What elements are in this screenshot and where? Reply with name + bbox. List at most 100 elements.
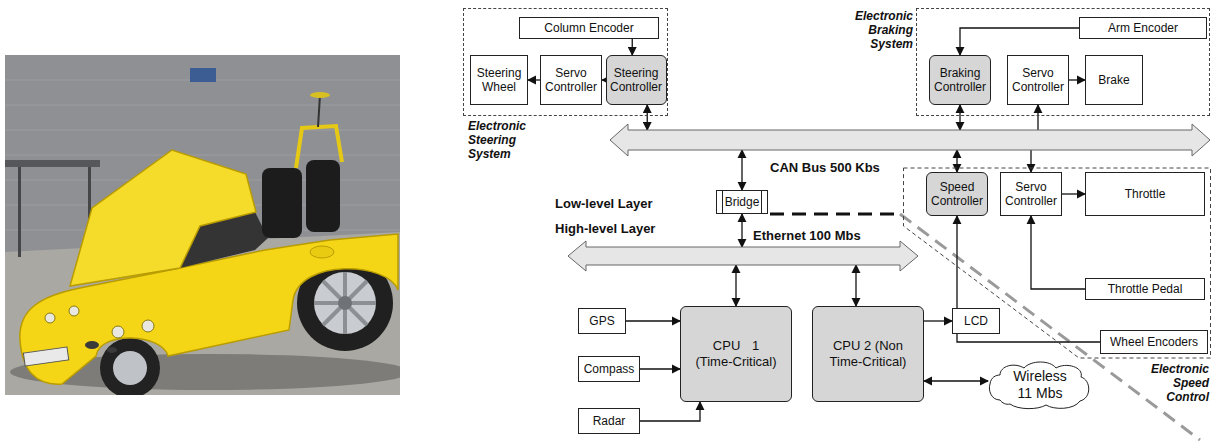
label-holder: Ethernet 100 Mbs (753, 226, 913, 244)
connector (632, 39, 633, 55)
node-label: Column Encoder (544, 21, 633, 35)
node-label: Speed Controller (929, 180, 985, 209)
connector (741, 214, 742, 247)
controller-box: Braking Controller (929, 55, 991, 105)
node-label: Wheel Encoders (1110, 335, 1198, 349)
can-bus: CAN Bus 500 Kbs (628, 130, 1192, 150)
connector (640, 368, 680, 369)
connector (1030, 150, 1031, 172)
connector (960, 28, 1079, 55)
connector (959, 105, 960, 130)
group-label: Electronic Braking System (845, 9, 913, 51)
headlight (69, 306, 79, 316)
connector (602, 79, 606, 80)
mirror (310, 246, 334, 258)
layer-divider-line (900, 214, 1200, 440)
ethernet-bus: Ethernet 100 Mbs (586, 247, 900, 265)
headlight (112, 326, 124, 338)
sensor-box: Radar (578, 408, 640, 434)
connector (956, 150, 957, 172)
bridge-box: Bridge (716, 190, 768, 214)
label-holder: CAN Bus 500 Kbs (770, 158, 930, 176)
seat (262, 168, 302, 238)
node-label: Steering Controller (609, 66, 664, 95)
speed-control-group: Electronic Speed ControlSpeed Controller… (903, 166, 1211, 360)
node-label: Servo Controller (543, 66, 599, 95)
cloud-shape (989, 362, 1088, 409)
node-label: Wireless 11 Mbs (1005, 368, 1075, 402)
connector (640, 402, 700, 421)
bridge-side-line (761, 190, 762, 214)
front-wheel (100, 338, 160, 395)
node-label: Radar (593, 414, 626, 428)
bus-arrow (586, 247, 900, 265)
layer-label: Low-level Layer (555, 196, 653, 211)
sensor-box: Compass (578, 356, 640, 382)
label-holder: Low-level Layer (555, 194, 653, 212)
table-leg (18, 167, 21, 257)
actuator-box: Throttle (1085, 172, 1205, 216)
node-label: Servo Controller (1010, 66, 1066, 95)
layer-divider-line (770, 213, 900, 216)
roll-bar (296, 126, 342, 168)
node-label: Throttle (1125, 187, 1166, 201)
bus-band (610, 124, 1210, 156)
antenna (318, 95, 320, 127)
encoder-box: Wheel Encoders (1100, 330, 1208, 354)
connector (924, 380, 988, 381)
air-intake (85, 341, 99, 349)
steering-system-group: Electronic Steering SystemColumn Encoder… (463, 8, 668, 116)
connector (735, 265, 736, 306)
actuator-box: Brake (1085, 55, 1143, 105)
headlight (45, 313, 55, 323)
connector (741, 150, 742, 190)
bus-band (568, 241, 918, 271)
bus-label: CAN Bus 500 Kbs (770, 160, 880, 175)
label-holder: Electronic Braking System (845, 9, 913, 52)
node-label: LCD (964, 314, 988, 328)
wireless-cloud: Wireless 11 Mbs (988, 360, 1092, 410)
air-intake (107, 347, 117, 353)
node-label: GPS (589, 314, 614, 328)
wheel-hub (338, 296, 352, 310)
front-rim (113, 351, 147, 385)
photo-content (5, 55, 400, 395)
node-label: CPU 2 (Non Time-Critical) (820, 338, 916, 369)
table-top (5, 160, 100, 167)
cpu-box: CPU 1 (Time-Critical) (680, 306, 792, 402)
connector (528, 79, 540, 80)
region-dashed-border (904, 168, 1211, 358)
connector (626, 320, 680, 321)
node-label: Steering Wheel (473, 66, 525, 95)
node-label: Bridge (725, 195, 760, 209)
node-label: Compass (584, 362, 635, 376)
controller-box: Steering Controller (606, 55, 667, 105)
controller-box: Speed Controller (926, 172, 988, 216)
headlight (142, 320, 154, 332)
servo-box: Servo Controller (540, 55, 602, 105)
connector (1069, 79, 1085, 80)
bridge-frame (717, 191, 768, 214)
node-label: Braking Controller (932, 66, 988, 95)
layer-label: High-level Layer (555, 221, 655, 236)
wall-sign (190, 68, 216, 82)
antenna-disc (310, 92, 330, 98)
rear-rim (314, 272, 376, 334)
raised-hood (70, 150, 256, 286)
cpu-box: CPU 2 (Non Time-Critical) (812, 306, 924, 402)
group-label: Electronic Speed Control (1139, 362, 1209, 404)
encoder-box: Column Encoder (519, 17, 659, 39)
connector (924, 320, 952, 321)
actuator-box: Steering Wheel (470, 55, 528, 105)
label-holder: Electronic Speed Control (1139, 362, 1209, 405)
bus-arrow (628, 130, 1192, 150)
node-label: Throttle Pedal (1108, 282, 1183, 296)
node-label: Arm Encoder (1108, 21, 1178, 35)
pedal-box: Throttle Pedal (1085, 278, 1205, 300)
label-holder: High-level Layer (555, 219, 655, 237)
rim-spokes (314, 272, 376, 334)
connector (647, 105, 648, 130)
bridge-side-line (722, 190, 723, 214)
display-box: LCD (952, 308, 1000, 334)
license-plate (23, 347, 68, 366)
